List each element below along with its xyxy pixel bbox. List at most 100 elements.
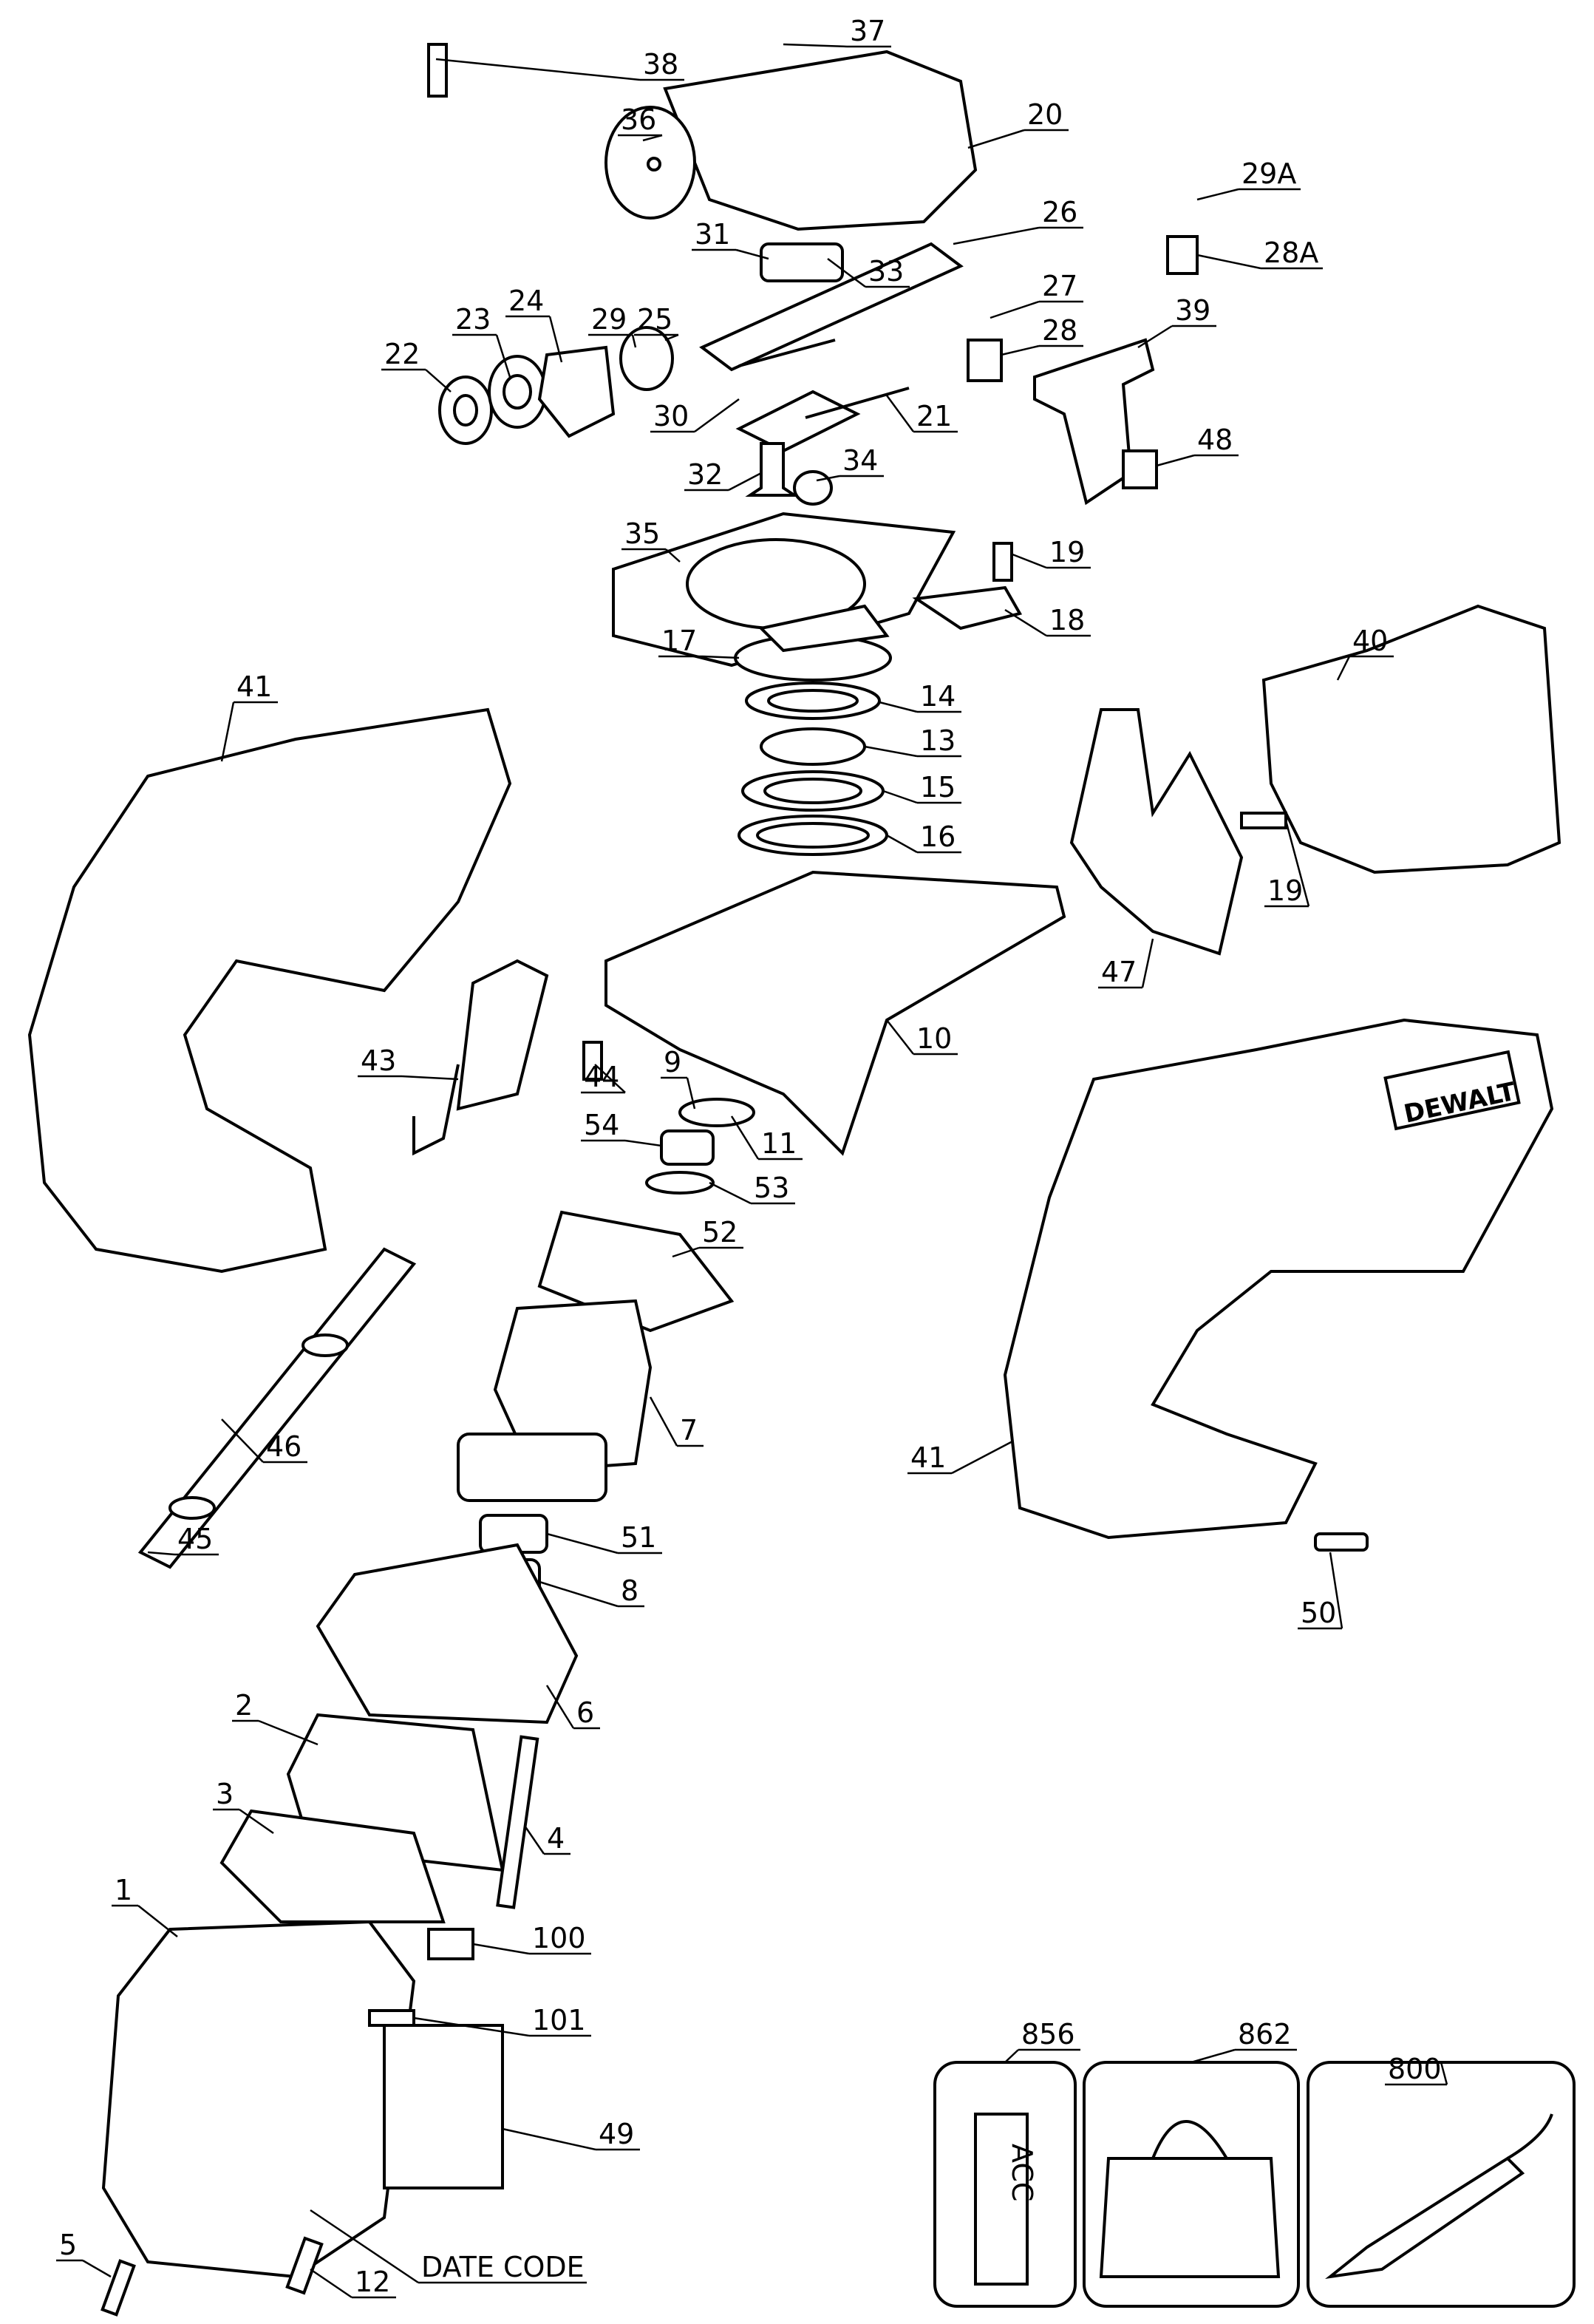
callout-label: 856 <box>1021 2018 1075 2051</box>
callout-label: 31 <box>695 218 730 251</box>
callout-label: 38 <box>643 48 678 81</box>
leader-line <box>882 789 918 804</box>
callout-label: 26 <box>1042 196 1077 228</box>
gearcase-10 <box>604 870 1066 1156</box>
callout-label: 54 <box>584 1109 619 1141</box>
leader-line <box>472 1943 530 1955</box>
callout-label: 27 <box>1042 270 1077 302</box>
callout-21: 21 <box>885 395 958 433</box>
callout-14: 14 <box>879 680 961 713</box>
leader-line <box>1012 553 1047 569</box>
callout-label: 46 <box>266 1430 302 1463</box>
callout-label: 29 <box>591 303 627 336</box>
leader-line <box>220 701 235 762</box>
label-49 <box>383 2024 504 2189</box>
terminal-101 <box>368 2009 415 2027</box>
callout-28: 28 <box>1001 314 1083 356</box>
callout-12: 12 <box>310 2266 396 2299</box>
accessory-800-tool <box>1307 2061 1576 2308</box>
terminal-100 <box>427 1928 474 1960</box>
leader-line <box>539 1580 619 1608</box>
nose-cover-40 <box>1261 604 1561 874</box>
callout-label: 21 <box>916 400 952 432</box>
callout-27: 27 <box>990 270 1083 319</box>
leader-line <box>886 834 918 854</box>
washer-16 <box>738 815 888 856</box>
callout-100: 100 <box>472 1922 591 1955</box>
callout-35: 35 <box>621 517 681 563</box>
leader-line <box>1004 2049 1019 2063</box>
brush-holder-6 <box>316 1543 579 1725</box>
leader-line <box>495 334 511 378</box>
leader-line <box>425 369 452 393</box>
leader-line <box>1156 454 1195 467</box>
bearing-34 <box>793 470 833 506</box>
callout-label: 7 <box>680 1414 698 1447</box>
callout-label: 6 <box>576 1696 594 1729</box>
callout-13: 13 <box>864 724 961 758</box>
callout-label: DATE CODE <box>421 2251 585 2283</box>
callout-label: 3 <box>216 1778 234 1810</box>
plate-18 <box>912 585 1023 631</box>
callout-29: 29 <box>588 303 637 348</box>
callout-label: 28 <box>1042 314 1077 347</box>
acc-tag-text: ACC <box>1006 2144 1038 2201</box>
callout-54: 54 <box>581 1109 662 1147</box>
leader-line <box>665 548 681 563</box>
callout-label: 5 <box>59 2229 77 2261</box>
clip-28 <box>967 339 1003 382</box>
leader-line <box>642 134 663 142</box>
callout-label: 10 <box>916 1022 952 1055</box>
callout-label: 24 <box>508 285 544 317</box>
callout-39: 39 <box>1137 294 1216 349</box>
callout-24: 24 <box>505 285 563 363</box>
leader-line <box>879 701 918 713</box>
callout-label: 12 <box>355 2266 390 2298</box>
screw-32 <box>745 442 800 497</box>
callout-800: 800 <box>1385 2053 1448 2086</box>
spring-29 <box>619 326 674 391</box>
callout-50: 50 <box>1298 1552 1343 1630</box>
leader-line <box>951 1440 1013 1475</box>
leader-line <box>783 43 848 48</box>
callout-label: 34 <box>842 444 878 477</box>
callout-48: 48 <box>1156 424 1239 467</box>
gasket-35 <box>612 512 956 667</box>
callout-label: 36 <box>621 103 656 136</box>
callout-31: 31 <box>692 218 769 260</box>
bearing-13 <box>760 727 866 766</box>
callout-17: 17 <box>658 625 740 659</box>
callout-label: 20 <box>1027 98 1063 131</box>
callout-label: 9 <box>664 1046 681 1078</box>
screw-12 <box>285 2236 324 2295</box>
callout-32: 32 <box>684 458 762 492</box>
leader-line <box>258 1719 319 1746</box>
bearing-9 <box>678 1098 755 1127</box>
screw-19b <box>1240 812 1287 829</box>
callout-33: 33 <box>827 255 910 288</box>
callout-23: 23 <box>452 303 511 378</box>
callout-label: 2 <box>235 1689 253 1722</box>
callout-20: 20 <box>967 98 1069 149</box>
leader-line <box>967 129 1025 149</box>
leader-line <box>694 398 740 433</box>
callout-label: 14 <box>920 680 956 713</box>
leader-line <box>1329 1552 1343 1629</box>
callout-41b: 41 <box>907 1440 1013 1475</box>
callout-label: 101 <box>532 2004 586 2036</box>
callout-label: 28A <box>1264 237 1318 269</box>
callout-label: 22 <box>384 338 420 370</box>
callout-label: 41 <box>236 670 272 703</box>
screw-4 <box>496 1735 539 1909</box>
leader-line <box>728 472 762 492</box>
leader-line <box>816 475 840 482</box>
leader-line <box>735 248 769 260</box>
shoe-47 <box>1069 708 1244 956</box>
callout-label: 49 <box>599 2118 634 2150</box>
callout-36: 36 <box>618 103 663 142</box>
leader-line <box>310 2268 352 2299</box>
callout-34: 34 <box>816 444 884 482</box>
bracket-30 <box>735 390 861 453</box>
callout-datecode: DATE CODE <box>310 2209 587 2284</box>
